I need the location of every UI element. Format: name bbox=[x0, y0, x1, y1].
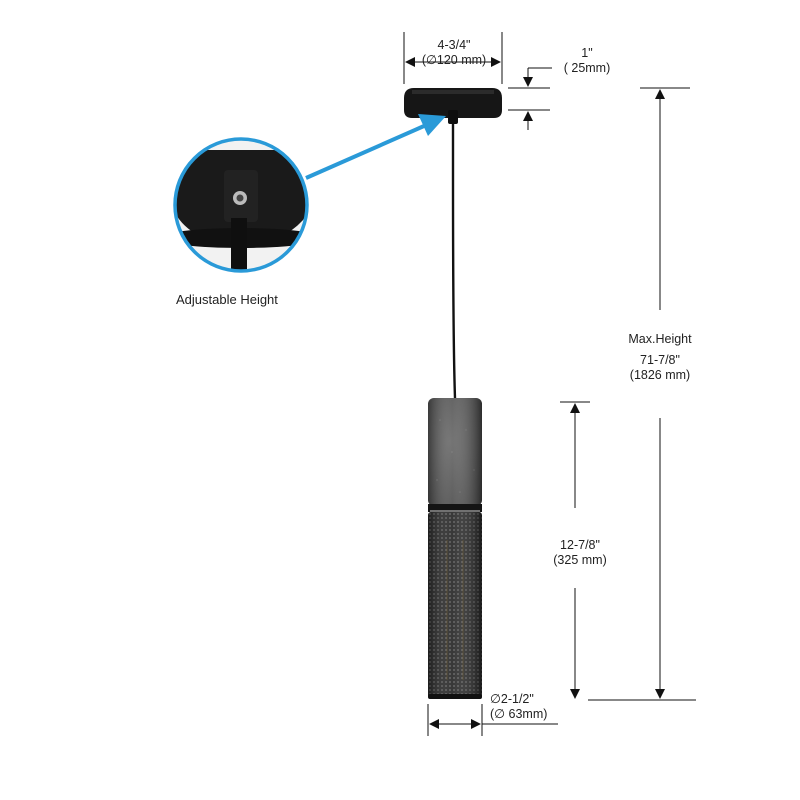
shade-length-imperial: 12-7/8" bbox=[560, 538, 600, 552]
max-height-title: Max.Height bbox=[628, 332, 692, 346]
shade-length-dimension bbox=[560, 401, 590, 699]
max-height-imperial: 71-7/8" bbox=[640, 353, 680, 367]
detail-callout-arrow bbox=[305, 114, 446, 180]
detail-caption: Adjustable Height bbox=[176, 292, 278, 307]
shade-diameter-label: ∅2-1/2" (∅ 63mm) bbox=[490, 692, 570, 722]
shade-diameter-dimension bbox=[427, 704, 558, 736]
shade-length-label: 12-7/8" (325 mm) bbox=[540, 538, 620, 568]
adjustable-height-detail bbox=[173, 137, 309, 273]
pendant-shade bbox=[428, 398, 482, 699]
canopy-height-dimension bbox=[508, 67, 552, 130]
canopy-width-label: 4-3/4" (∅120 mm) bbox=[414, 38, 494, 68]
canopy-width-imperial: 4-3/4" bbox=[437, 38, 471, 52]
power-cord bbox=[451, 124, 457, 399]
ceiling-canopy bbox=[404, 88, 502, 124]
max-height-label: Max.Height 71-7/8" (1826 mm) bbox=[610, 332, 710, 383]
shade-diameter-imperial: ∅2-1/2" bbox=[490, 692, 534, 706]
canopy-width-dimension bbox=[403, 32, 503, 84]
max-height-metric: (1826 mm) bbox=[629, 368, 691, 382]
canopy-height-label: 1" ( 25mm) bbox=[552, 46, 622, 76]
shade-length-metric: (325 mm) bbox=[553, 553, 607, 567]
max-height-dimension bbox=[588, 87, 696, 701]
canopy-height-metric: ( 25mm) bbox=[563, 61, 611, 75]
canopy-width-metric: (∅120 mm) bbox=[421, 53, 487, 67]
canopy-height-imperial: 1" bbox=[581, 46, 593, 60]
shade-diameter-metric: (∅ 63mm) bbox=[490, 707, 548, 721]
